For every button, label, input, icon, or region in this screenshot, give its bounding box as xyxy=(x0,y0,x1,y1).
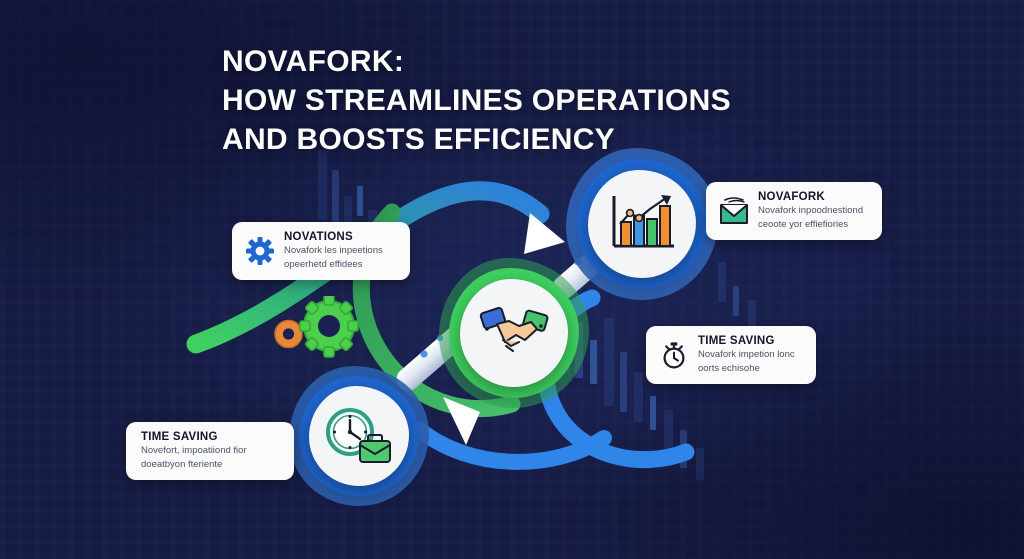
card-time-saving-left-body-line1: Novefort, impoatiiond fior xyxy=(141,445,247,457)
node-clock-disc xyxy=(309,386,409,486)
card-time-saving-right[interactable]: TIME SAVING Novafork impetion lonc oorts… xyxy=(646,326,816,385)
page-title-line-3: AND BOOSTS EFFICIENCY xyxy=(222,123,615,156)
card-time-saving-left-body-line2: doeatbyon fteriente xyxy=(141,458,223,470)
card-novafork[interactable]: NOVAFORK Novafork inpoodnestiond ceoote … xyxy=(706,182,882,241)
card-innovations-title: NOVATIONS xyxy=(284,231,353,243)
page-title: NOVAFORK: HOW STREAMLINES OPERATIONS AND… xyxy=(222,42,842,159)
card-novafork-body-line1: Novafork inpoodnestiond xyxy=(758,205,864,217)
arrow-upper xyxy=(524,213,565,254)
card-time-saving-left-text: TIME SAVING Novefort, impoatiiond fior d… xyxy=(139,431,247,471)
node-handshake[interactable] xyxy=(439,258,589,408)
bar-chart-growth-icon xyxy=(612,195,674,248)
card-time-saving-right-text: TIME SAVING Novafork impetion lonc oorts… xyxy=(698,335,795,375)
node-handshake-disc xyxy=(460,279,568,387)
gear-icon xyxy=(245,236,275,266)
ribbon-blue-lower xyxy=(412,422,612,470)
card-novafork-body-line2: ceoote yor effiefiories xyxy=(758,218,849,230)
card-time-saving-right-body-line2: oorts echisohe xyxy=(698,362,760,374)
gears-decoration xyxy=(274,296,359,358)
card-innovations-body-line1: Novafork les inpeetions xyxy=(284,245,383,257)
card-time-saving-right-title: TIME SAVING xyxy=(698,335,775,347)
clock-briefcase-icon xyxy=(326,408,391,463)
gear-small-orange-icon xyxy=(274,319,303,349)
envelope-icon xyxy=(719,196,749,226)
card-innovations-text: NOVATIONS Novafork les inpeetions opeerh… xyxy=(284,231,383,271)
card-innovations-body-line2: opeerhetd effidees xyxy=(284,258,363,270)
card-novafork-text: NOVAFORK Novafork inpoodnestiond ceoote … xyxy=(758,191,863,231)
card-time-saving-left[interactable]: TIME SAVING Novefort, impoatiiond fior d… xyxy=(126,422,294,481)
stopwatch-icon xyxy=(659,340,689,370)
arrow-lower xyxy=(443,397,480,445)
page-title-line-1: NOVAFORK: xyxy=(222,45,405,78)
node-clock[interactable] xyxy=(289,366,429,506)
gear-large-green-icon xyxy=(299,296,359,358)
handshake-icon xyxy=(479,306,549,352)
page-title-line-2: HOW STREAMLINES OPERATIONS xyxy=(222,84,731,117)
card-time-saving-right-body-line1: Novafork impetion lonc xyxy=(698,349,795,361)
card-novafork-title: NOVAFORK xyxy=(758,191,825,203)
node-analytics[interactable] xyxy=(566,148,718,300)
node-analytics-disc xyxy=(588,170,696,278)
card-innovations[interactable]: NOVATIONS Novafork les inpeetions opeerh… xyxy=(232,222,410,281)
card-time-saving-left-title: TIME SAVING xyxy=(141,431,218,443)
